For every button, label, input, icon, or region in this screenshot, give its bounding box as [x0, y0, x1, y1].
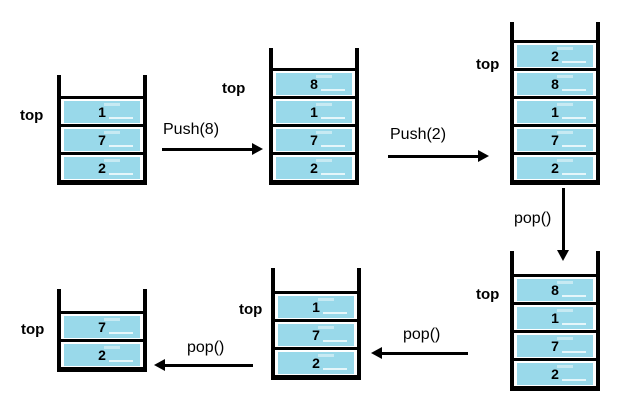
arrow-line: [162, 148, 254, 151]
stack-cell-value: 2: [64, 157, 140, 179]
arrow-line: [380, 352, 468, 355]
arrow-line: [388, 155, 480, 158]
arrow-right-icon: [252, 143, 263, 155]
stack-cell: 2: [275, 347, 357, 375]
stack-after-push-2: 2 8 1 7 2: [510, 22, 600, 185]
stack-cell-value: 1: [517, 101, 593, 123]
stack-cell: 7: [514, 124, 596, 152]
arrow-line: [562, 188, 565, 251]
stack-cell: 7: [273, 124, 355, 152]
stack-cell-value: 2: [278, 352, 354, 374]
stack-after-pop-3: 7 2: [57, 289, 147, 372]
top-pointer-label: top: [239, 301, 263, 318]
pop-2-label: pop(): [403, 326, 441, 343]
stack-cell-value: 7: [278, 324, 354, 346]
pop-3-label: pop(): [187, 339, 225, 356]
stack-cell: 1: [275, 291, 357, 319]
stack-cell-value: 8: [276, 73, 352, 95]
arrow-left-icon: [371, 347, 382, 359]
stack-cell: 7: [61, 124, 143, 152]
stack-cell: 7: [275, 319, 357, 347]
push-8-label: Push(8): [163, 121, 220, 138]
stack-cell: 1: [273, 96, 355, 124]
stack-cell-value: 8: [517, 279, 593, 301]
stack-cell-value: 2: [64, 344, 140, 366]
stack-cell: 8: [514, 68, 596, 96]
push-2-label: Push(2): [390, 126, 447, 143]
stack-cell: 7: [61, 311, 143, 339]
top-pointer-label: top: [20, 107, 44, 124]
stack-cell-value: 1: [278, 296, 354, 318]
stack-cell-value: 2: [517, 157, 593, 179]
top-pointer-label: top: [476, 286, 500, 303]
stack-cell: 8: [273, 68, 355, 96]
stack-cell: 1: [61, 96, 143, 124]
stack-cell: 2: [273, 152, 355, 180]
stack-initial: 1 7 2: [57, 75, 147, 185]
arrow-right-icon: [478, 150, 489, 162]
stack-after-pop-2: 1 7 2: [271, 268, 361, 380]
stack-cell-value: 7: [517, 335, 593, 357]
top-pointer-label: top: [21, 321, 45, 338]
stack-cell-value: 7: [276, 129, 352, 151]
stack-cell-value: 2: [276, 157, 352, 179]
stack-after-push-8: 8 1 7 2: [269, 48, 359, 185]
stack-cell: 2: [514, 358, 596, 386]
stack-cell: 2: [61, 339, 143, 367]
stack-cell: 1: [514, 96, 596, 124]
arrow-left-icon: [154, 359, 165, 371]
stack-cell: 2: [514, 40, 596, 68]
stack-cell-value: 7: [64, 316, 140, 338]
pop-1-label: pop(): [514, 210, 552, 227]
stack-cell-value: 2: [517, 45, 593, 67]
top-pointer-label: top: [222, 80, 246, 97]
stack-cell-value: 7: [517, 129, 593, 151]
stack-cell: 8: [514, 274, 596, 302]
stack-cell-value: 1: [276, 101, 352, 123]
stack-cell: 7: [514, 330, 596, 358]
stack-cell-value: 8: [517, 73, 593, 95]
top-pointer-label: top: [476, 56, 500, 73]
stack-cell-value: 7: [64, 129, 140, 151]
stack-cell-value: 1: [517, 307, 593, 329]
stack-after-pop-1: 8 1 7 2: [510, 251, 600, 391]
stack-cell: 2: [514, 152, 596, 180]
stack-cell: 1: [514, 302, 596, 330]
stack-cell-value: 2: [517, 363, 593, 385]
arrow-down-icon: [557, 250, 569, 261]
stack-cell: 2: [61, 152, 143, 180]
stack-cell-value: 1: [64, 101, 140, 123]
arrow-line: [163, 364, 253, 367]
